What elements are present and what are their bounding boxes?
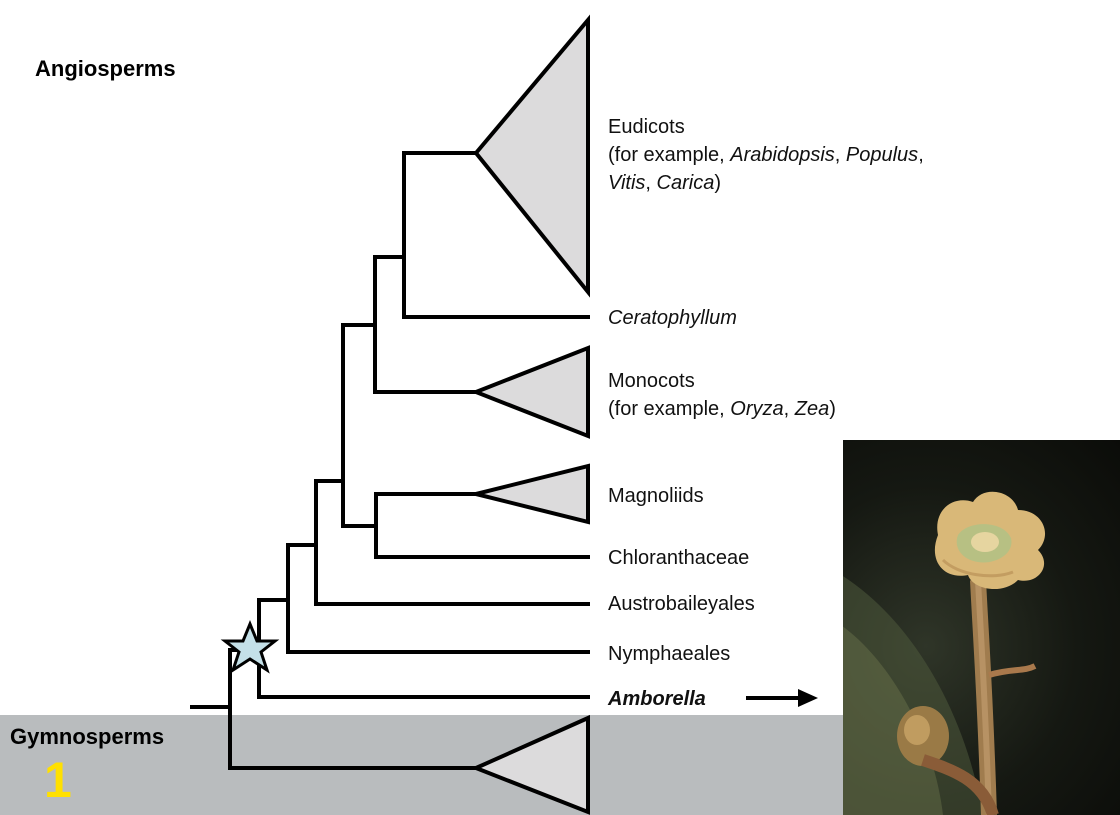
magnoliids-clade-triangle [476, 466, 588, 522]
label-chloranthaceae: Chloranthaceae [608, 544, 749, 572]
tree-branches [192, 153, 800, 768]
label-amborella: Amborella [608, 685, 706, 713]
star-icon [225, 624, 275, 670]
label-nymphaeales: Nymphaeales [608, 640, 730, 668]
label-magnoliids: Magnoliids [608, 482, 704, 510]
gymnosperms-clade-triangle [476, 718, 588, 812]
eudicots-clade-triangle [476, 20, 588, 292]
node-mono-eudicot [343, 257, 476, 392]
amborella-flower-photo [843, 440, 1120, 815]
angio-node [259, 600, 588, 697]
label-ceratophyllum: Ceratophyllum [608, 304, 737, 332]
arrow-right-icon [798, 689, 818, 707]
label-austrobaileyales: Austrobaileyales [608, 590, 755, 618]
label-monocots: Monocots (for example, Oryza, Zea) [608, 367, 836, 423]
node-core [316, 325, 376, 526]
flower-illustration [843, 440, 1120, 815]
label-eudicots: Eudicots (for example, Arabidopsis, Popu… [608, 113, 924, 197]
monocots-clade-triangle [476, 348, 588, 436]
node-nymph [259, 545, 588, 652]
